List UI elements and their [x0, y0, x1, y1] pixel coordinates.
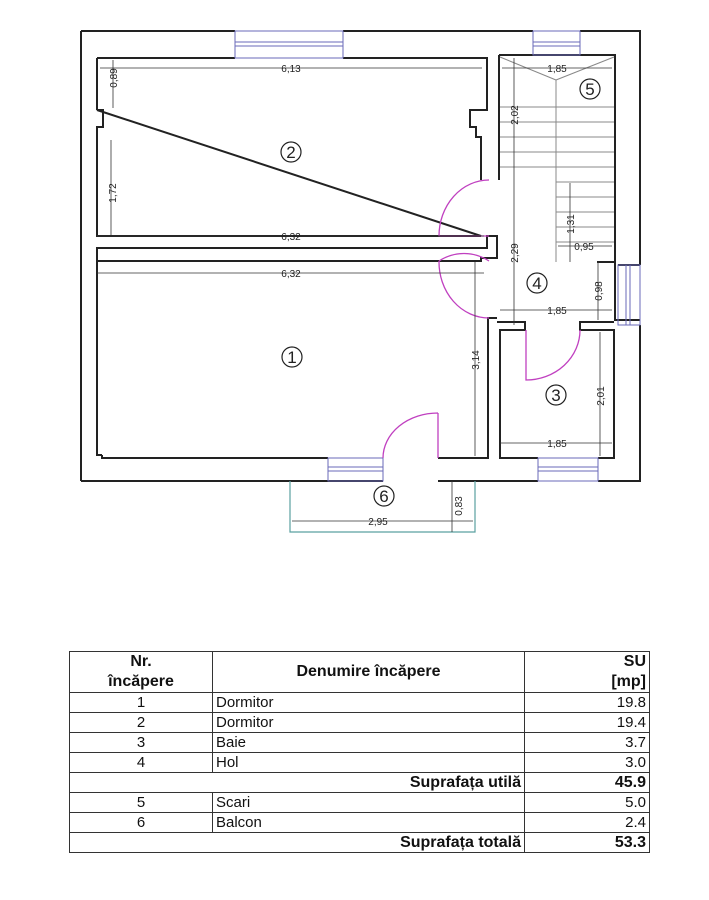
table-row: 1 Dormitor 19.8 [69, 692, 650, 713]
doors [382, 179, 581, 459]
room-number-1: 1 [287, 348, 296, 367]
dim-label: 6,32 [281, 232, 301, 243]
dim-label: 0,95 [574, 242, 594, 253]
room-number-2: 2 [286, 143, 295, 162]
dim-label: 1,72 [108, 183, 119, 203]
room2-walls [96, 57, 488, 237]
room-number-5: 5 [585, 80, 594, 99]
table-row: 2 Dormitor 19.4 [69, 712, 650, 733]
table-row: 5 Scari 5.0 [69, 792, 650, 813]
dim-label: 6,13 [281, 64, 301, 75]
bath-walls [497, 321, 615, 459]
total-area-row: Suprafața totală 53.3 [69, 832, 650, 853]
dim-label: 3,14 [471, 350, 482, 370]
balcony-outline [289, 481, 476, 533]
dim-label: 0,98 [594, 281, 605, 301]
header-name: Denumire încăpere [212, 651, 525, 693]
floor-plan: 6,13 0,89 1,72 6,32 6,32 3,14 1,85 2,02 … [80, 30, 641, 533]
room-number-6: 6 [379, 487, 388, 506]
dim-label: 1,85 [547, 439, 567, 450]
stairs-walls [498, 54, 616, 262]
useful-area-row: Suprafața utilă 45.9 [69, 772, 650, 793]
dim-label: 2,02 [510, 105, 521, 125]
stair-treads [499, 56, 615, 262]
partition-2-1 [96, 235, 498, 262]
room1-walls [96, 261, 497, 459]
table-header-row: Nr.încăpere Denumire încăpere SU[mp] [69, 651, 650, 693]
dim-label: 2,01 [596, 386, 607, 406]
dim-label: 6,32 [281, 269, 301, 280]
outer-wall [80, 30, 641, 482]
dim-label: 1,85 [547, 306, 567, 317]
header-su: SU[mp] [524, 651, 650, 693]
dim-label: 2,95 [368, 517, 388, 528]
dim-label: 0,89 [109, 68, 120, 88]
dimension-lines [97, 58, 612, 532]
room-number-circles [280, 78, 601, 507]
table-row: 4 Hol 3.0 [69, 752, 650, 773]
windows [234, 30, 641, 482]
dimension-labels: 6,13 0,89 1,72 6,32 6,32 3,14 1,85 2,02 … [108, 64, 607, 528]
header-nr: Nr.încăpere [69, 651, 213, 693]
dim-label: 2,29 [510, 243, 521, 263]
dim-label: 0,83 [454, 496, 465, 516]
dim-label: 1,31 [566, 214, 577, 234]
rooms-area-table: Nr.încăpere Denumire încăpere SU[mp] 1 D… [69, 651, 650, 853]
table-row: 3 Baie 3.7 [69, 732, 650, 753]
room-number-3: 3 [551, 386, 560, 405]
table-row: 6 Balcon 2.4 [69, 812, 650, 833]
dim-label: 1,85 [547, 64, 567, 75]
room-number-4: 4 [532, 274, 541, 293]
